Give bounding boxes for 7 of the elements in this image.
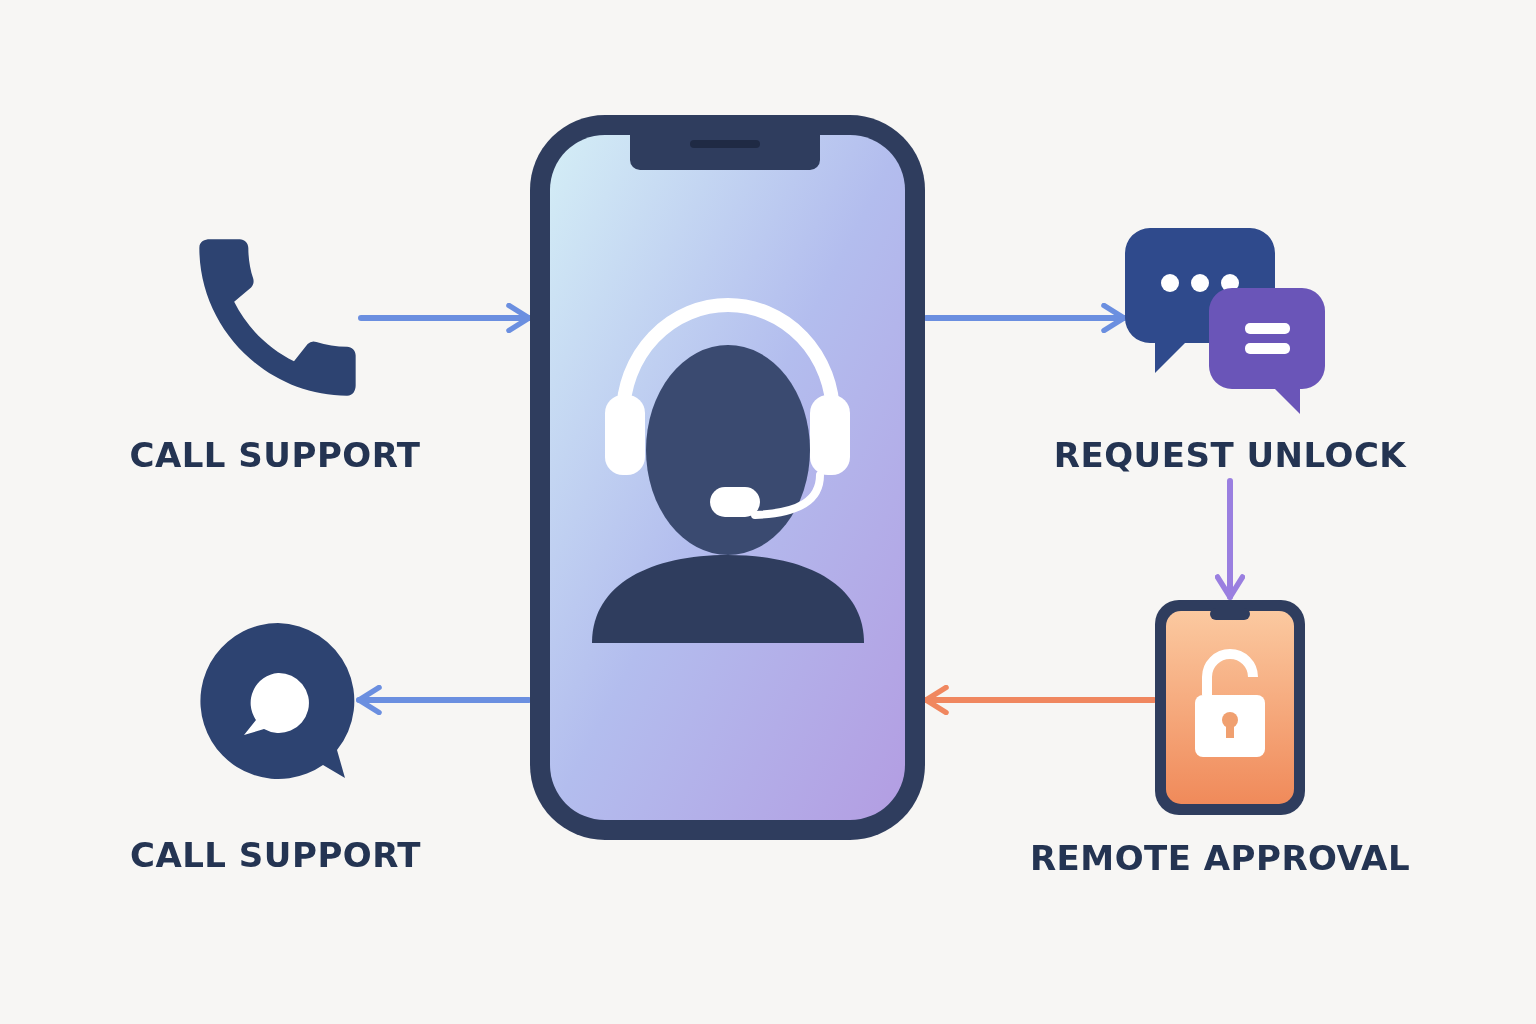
node-label: REMOTE APPROVAL	[1028, 838, 1412, 878]
node-label: CALL SUPPORT	[128, 835, 423, 875]
arrow	[1214, 478, 1246, 600]
arrow	[356, 684, 532, 716]
node-label: REQUEST UNLOCK	[1052, 435, 1408, 475]
node-label: CALL SUPPORT	[128, 435, 422, 475]
arrow	[358, 302, 532, 334]
